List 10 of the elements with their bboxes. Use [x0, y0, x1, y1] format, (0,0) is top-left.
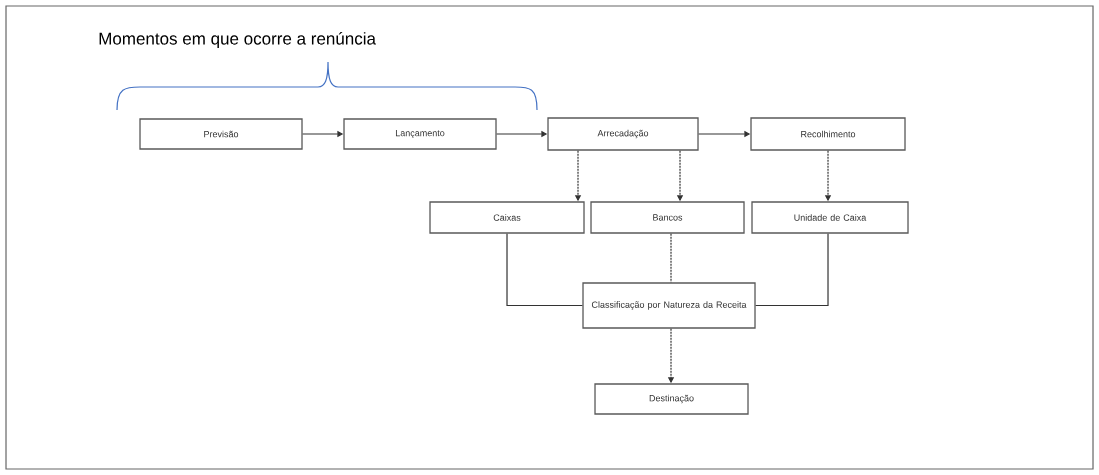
process-box: Lançamento — [343, 118, 497, 150]
title: Momentos em que ocorre a renúncia — [99, 32, 376, 48]
process-box: Unidade de Caixa — [751, 201, 909, 234]
process-box: Recolhimento — [750, 117, 906, 151]
process-box: Destinação — [594, 383, 749, 415]
process-box: Caixas — [429, 201, 585, 234]
process-box: Bancos — [590, 201, 745, 234]
process-box: Arrecadação — [547, 117, 699, 151]
process-box: Classificação por Natureza da Receita — [582, 282, 756, 329]
process-box: Previsão — [139, 118, 303, 150]
